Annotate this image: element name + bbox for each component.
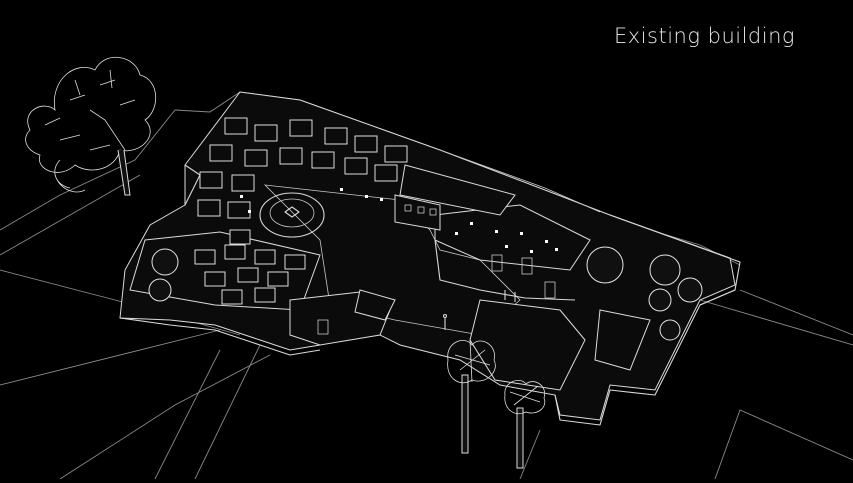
people-figures — [442, 290, 516, 330]
west-wing-roof-units — [197, 117, 408, 219]
palm-tree-1 — [447, 339, 496, 454]
east-wing — [434, 204, 591, 301]
palm-tree-2 — [504, 380, 546, 469]
caption-label: Existing building — [613, 24, 795, 48]
southwest-block-roof-units — [129, 229, 321, 311]
east-domes — [469, 246, 703, 391]
east-terrace — [439, 149, 741, 306]
tree-northwest — [25, 56, 157, 196]
south-entry-block — [289, 289, 396, 346]
north-block — [394, 164, 516, 231]
